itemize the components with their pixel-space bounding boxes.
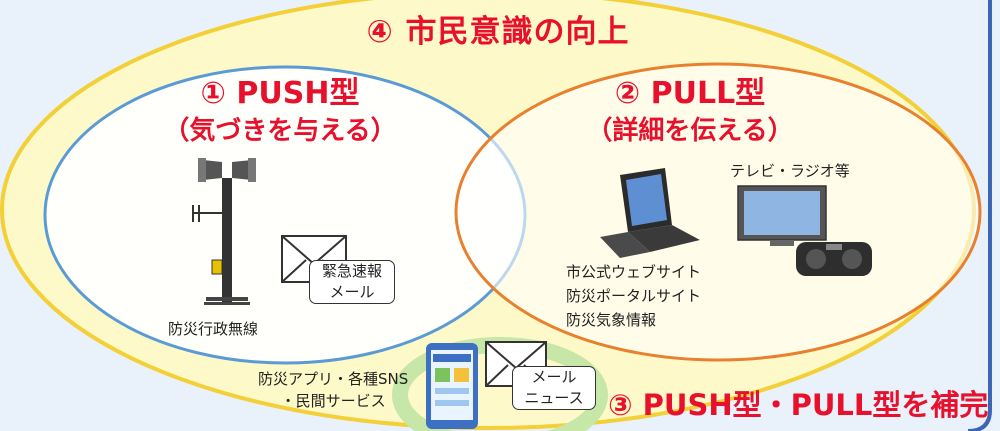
emergency-mail-line1: 緊急速報: [321, 262, 382, 280]
emergency-mail-line2: メール: [329, 283, 375, 301]
complement-title: ③ PUSH型・PULL型を補完: [608, 388, 989, 422]
loudspeaker-icon: [192, 158, 256, 305]
pull-title: ② PULL型: [614, 76, 766, 111]
smartphone-icon: [426, 343, 478, 429]
mail-news-label: メール ニュース: [512, 366, 596, 410]
tv-radio-label: テレビ・ラジオ等: [730, 162, 850, 180]
mail-news-line1: メール: [531, 368, 577, 386]
tv-icon: [737, 185, 827, 246]
laptop-icon: [600, 168, 700, 258]
pull-circle: [454, 62, 982, 362]
push-subtitle: （気づきを与える）: [163, 116, 397, 146]
radio-icon: [796, 242, 872, 276]
mail-news-line2: ニュース: [524, 389, 584, 407]
web-labels: 市公式ウェブサイト 防災ポータルサイト 防災気象情報: [566, 260, 701, 332]
outer-title: ④ 市民意識の向上: [366, 14, 630, 50]
web-label-3: 防災気象情報: [566, 311, 657, 329]
web-label-1: 市公式ウェブサイト: [566, 263, 702, 281]
app-labels: 防災アプリ・各種SNS ・民間サービス: [258, 368, 408, 412]
app-label-1: 防災アプリ・各種SNS: [258, 370, 409, 388]
loudspeaker-label: 防災行政無線: [168, 320, 259, 338]
web-label-2: 防災ポータルサイト: [566, 287, 702, 305]
pull-subtitle: （詳細を伝える）: [586, 116, 794, 146]
push-title: ① PUSH型: [200, 76, 360, 111]
app-label-2: ・民間サービス: [280, 392, 386, 410]
emergency-mail-label: 緊急速報 メール: [309, 260, 395, 304]
